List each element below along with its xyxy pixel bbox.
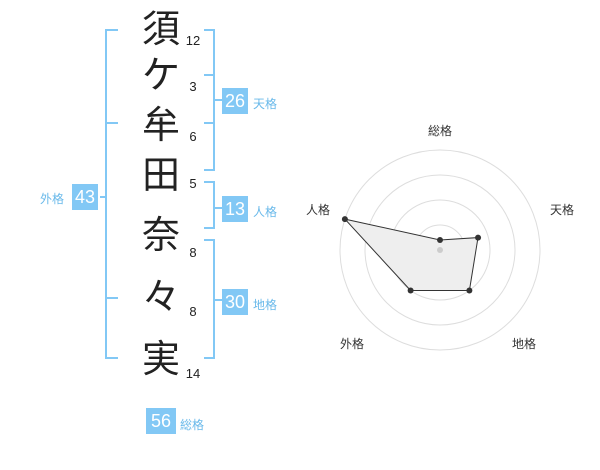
stroke-count-1: 12: [185, 33, 201, 48]
name-char-3: 牟: [141, 103, 180, 147]
radar-grid-ring: [339, 149, 541, 351]
name-char-2: ケ: [141, 53, 180, 97]
stroke-count-5: 8: [189, 245, 197, 260]
name-char-4: 田: [141, 153, 180, 197]
stroke-count-3: 6: [189, 129, 197, 144]
tenkaku-label: 天格: [253, 97, 278, 111]
tenkaku-bracket: [204, 29, 222, 171]
gaikaku-bracket: [100, 29, 118, 359]
stroke-count-2: 3: [189, 79, 197, 94]
radar-center-dot: [437, 247, 443, 253]
radar-axis-label-jinkaku: 人格: [305, 203, 330, 217]
radar-point-2: [475, 234, 482, 241]
chikaku-value: 30: [222, 289, 248, 315]
tenkaku-value: 26: [222, 88, 248, 114]
radar-axis-label-tenkaku: 天格: [549, 203, 574, 217]
radar-polygon: [343, 218, 479, 291]
name-char-5: 奈: [141, 213, 180, 257]
jinkaku-label: 人格: [253, 205, 278, 219]
name-char-1: 須: [141, 7, 180, 51]
radar-point-1: [437, 237, 443, 243]
jinkaku-value: 13: [222, 196, 248, 222]
stroke-count-4: 5: [189, 176, 197, 191]
radar-axis-label-soukaku: 総格: [427, 124, 452, 138]
soukaku-value: 56: [146, 408, 176, 434]
stroke-count-6: 8: [189, 304, 197, 319]
soukaku-label: 総格: [180, 418, 205, 432]
radar-point-3: [466, 287, 473, 294]
name-char-7: 実: [141, 337, 180, 381]
radar-grid-ring: [364, 174, 516, 326]
radar-point-4: [407, 287, 414, 294]
chikaku-bracket: [204, 239, 222, 359]
jinkaku-bracket: [204, 181, 222, 229]
chikaku-label: 地格: [253, 298, 278, 312]
radar-axis-label-gaikaku: 外格: [339, 337, 364, 351]
name-char-6: 々: [141, 275, 180, 319]
gaikaku-value: 43: [72, 184, 98, 210]
radar-axis-label-chikaku: 地格: [511, 337, 536, 351]
radar-point-5: [341, 216, 348, 223]
stroke-count-7: 14: [185, 366, 201, 381]
gaikaku-label: 外格: [40, 192, 65, 206]
